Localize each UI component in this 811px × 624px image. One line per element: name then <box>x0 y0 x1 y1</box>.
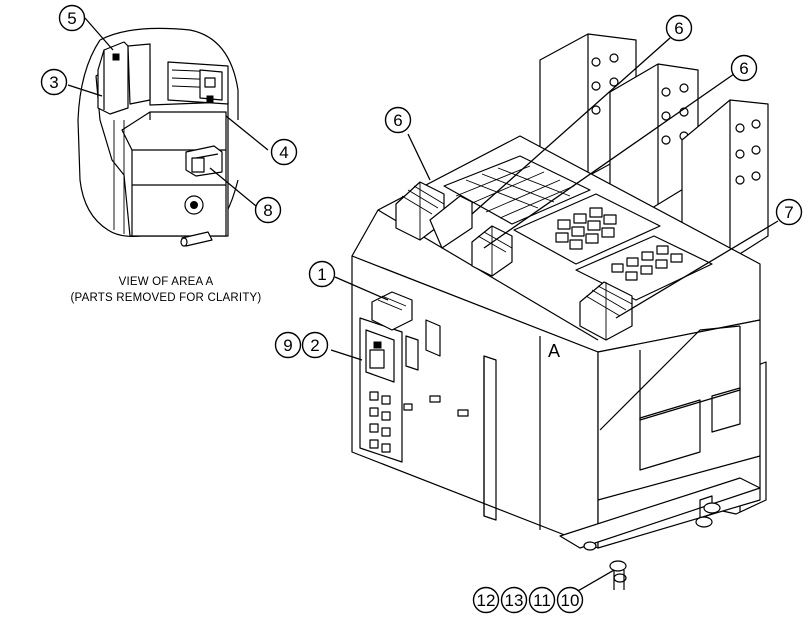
svg-text:1: 1 <box>317 265 326 284</box>
svg-text:12: 12 <box>477 591 496 610</box>
callout-11: 11 <box>528 586 556 614</box>
svg-text:6: 6 <box>739 59 748 78</box>
callout-10: 10 <box>556 586 584 614</box>
svg-text:5: 5 <box>67 9 76 28</box>
svg-text:4: 4 <box>279 143 288 162</box>
svg-text:13: 13 <box>505 591 524 610</box>
callout-2: 2 <box>301 331 329 359</box>
leader-lines <box>67 17 779 593</box>
callout-8: 8 <box>254 196 282 224</box>
callout-12: 12 <box>472 586 500 614</box>
svg-text:2: 2 <box>310 336 319 355</box>
callout-4: 4 <box>270 138 298 166</box>
svg-text:11: 11 <box>533 591 551 610</box>
svg-text:3: 3 <box>49 73 58 92</box>
detail-caption-line-1: VIEW OF AREA A <box>119 276 214 288</box>
callout-3: 3 <box>40 68 68 96</box>
svg-text:6: 6 <box>674 19 683 38</box>
callout-5: 5 <box>58 4 86 32</box>
svg-text:7: 7 <box>784 203 793 222</box>
callout-6-left: 6 <box>384 106 412 134</box>
svg-text:8: 8 <box>263 201 272 220</box>
control-panel <box>359 291 469 463</box>
area-marker-a: A <box>548 341 560 361</box>
svg-text:9: 9 <box>283 336 292 355</box>
callout-6-top: 6 <box>665 14 693 42</box>
callout-7: 7 <box>775 198 803 226</box>
callout-1: 1 <box>308 260 336 288</box>
main-breaker-assembly: A <box>351 33 769 590</box>
detail-view-area-a: VIEW OF AREA A (PARTS REMOVED FOR CLARIT… <box>71 27 262 304</box>
svg-text:6: 6 <box>393 111 402 130</box>
callout-6-right: 6 <box>730 54 758 82</box>
arc-chute-grids <box>443 155 713 301</box>
callout-13: 13 <box>500 586 528 614</box>
svg-text:10: 10 <box>561 591 580 610</box>
detail-caption-line-2: (PARTS REMOVED FOR CLARITY) <box>71 292 262 304</box>
terminal-blocks <box>395 181 633 341</box>
callout-9: 9 <box>274 331 302 359</box>
